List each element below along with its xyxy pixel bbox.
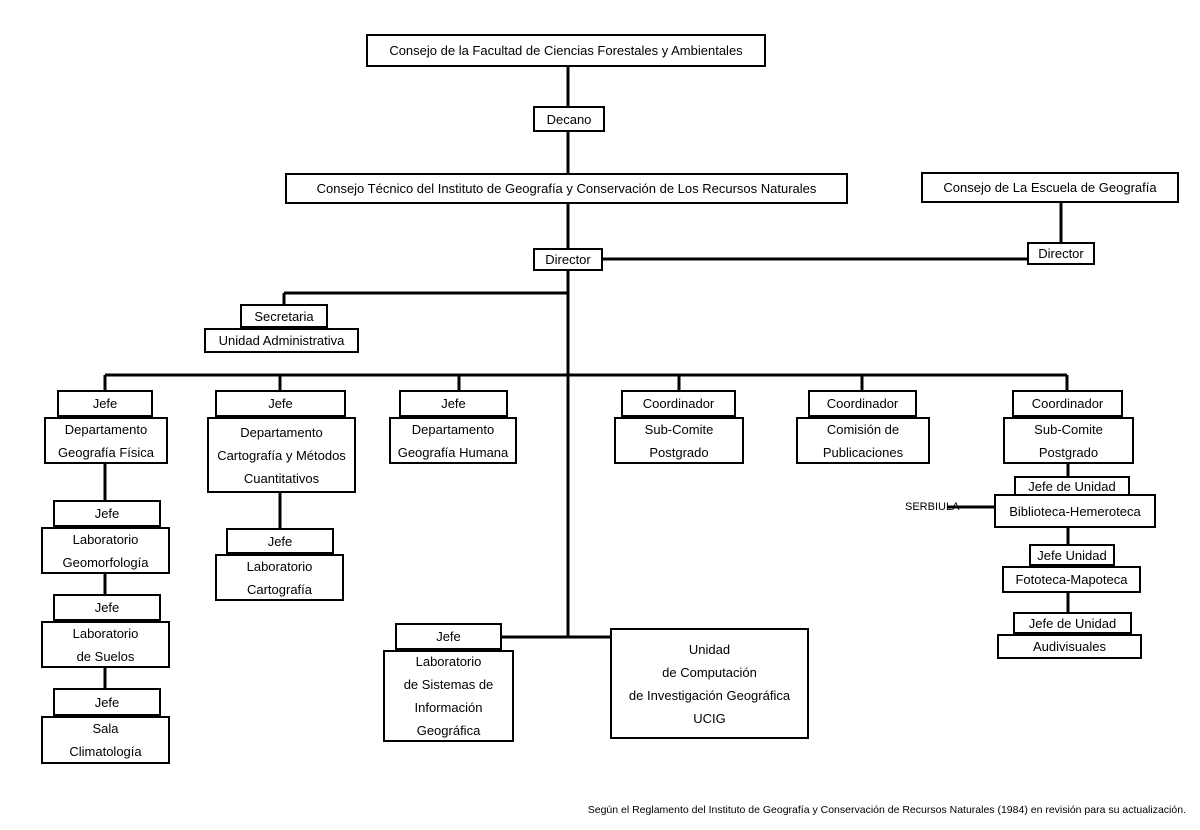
box-line: Jefe [94, 600, 120, 615]
box-line: Sub-Comite [1034, 421, 1103, 437]
box-comision-publicaciones: Comisión de Publicaciones [796, 417, 930, 464]
box-line: de Suelos [76, 648, 135, 664]
box-line: Audivisuales [1033, 639, 1106, 654]
box-line: Secretaria [254, 308, 314, 324]
box-line: Jefe [267, 533, 293, 549]
box-jefe-fisica: Jefe [57, 390, 153, 417]
box-line: Consejo de la Facultad de Ciencias Fores… [389, 43, 743, 58]
box-line: Jefe [436, 629, 461, 644]
box-line: Biblioteca-Hemeroteca [1009, 503, 1141, 519]
box-line: Coordinador [1031, 396, 1104, 411]
box-line: Laboratorio [72, 625, 139, 641]
box-line: Fototeca-Mapoteca [1015, 572, 1128, 587]
box-line: Jefe de Unidad [1028, 478, 1116, 494]
box-jefe-biblioteca: Jefe de Unidad [1014, 476, 1130, 496]
box-line: Geografía Humana [397, 444, 509, 460]
box-line: Cartografía [246, 581, 313, 597]
box-line: Climatología [69, 744, 142, 759]
box-consejo-tecnico: Consejo Técnico del Instituto de Geograf… [285, 173, 848, 204]
box-jefe-climatologia: Jefe [53, 688, 161, 716]
box-line: Postgrado [1038, 444, 1099, 460]
box-line: Laboratorio [415, 654, 482, 669]
box-line: Departamento [411, 421, 495, 437]
box-audiovisuales: Audivisuales [997, 634, 1142, 659]
box-director-escuela: Director [1027, 242, 1095, 265]
box-line: Director [1038, 246, 1084, 261]
box-line: de Computación [662, 664, 757, 680]
box-line: Departamento [64, 421, 148, 437]
box-line: de Investigación Geográfica [628, 687, 791, 703]
box-ucig: Unidad de Computación de Investigación Geo… [610, 628, 809, 739]
box-jefe-fototeca: Jefe Unidad [1029, 544, 1115, 566]
box-director-instituto: Director [533, 248, 603, 271]
box-jefe-sig: Jefe [395, 623, 502, 650]
box-line: Consejo de La Escuela de Geografía [943, 180, 1157, 195]
box-lab-suelos: Laboratorio de Suelos [41, 621, 170, 668]
box-line: Consejo Técnico del Instituto de Geograf… [316, 181, 817, 196]
box-line: Laboratorio [246, 558, 313, 574]
box-line: Geográfica [416, 723, 481, 738]
box-jefe-audiovisuales: Jefe de Unidad [1013, 612, 1132, 634]
box-line: Sala [92, 721, 119, 736]
box-coord-publicaciones: Coordinador [808, 390, 917, 417]
box-line: Unidad [688, 641, 731, 657]
box-line: Cuantitativos [243, 470, 320, 486]
footnote: Según el Reglamento del Instituto de Geo… [587, 804, 1186, 816]
box-line: Geografía Física [57, 444, 155, 460]
box-coord-postgrado-1: Coordinador [621, 390, 736, 417]
box-line: Jefe de Unidad [1028, 615, 1117, 631]
box-line: UCIG [693, 710, 726, 726]
box-jefe-lab-cartografia: Jefe [226, 528, 334, 554]
box-secretaria: Secretaria [240, 304, 328, 328]
box-line: Jefe [441, 396, 466, 411]
box-line: de Sistemas de [403, 677, 494, 692]
box-line: Unidad Administrativa [218, 333, 345, 348]
serbiula-label: SERBIULA [905, 501, 960, 513]
box-jefe-humana: Jefe [399, 390, 508, 417]
box-consejo-escuela: Consejo de La Escuela de Geografía [921, 172, 1179, 203]
box-line: Información [414, 700, 483, 715]
box-jefe-cartografia: Jefe [215, 390, 346, 417]
box-consejo-facultad: Consejo de la Facultad de Ciencias Fores… [366, 34, 766, 67]
box-line: Postgrado [649, 444, 709, 460]
box-unidad-administrativa: Unidad Administrativa [204, 328, 359, 353]
box-coord-postgrado-2: Coordinador [1012, 390, 1123, 417]
box-line: Decano [546, 111, 592, 127]
box-jefe-suelos: Jefe [53, 594, 161, 621]
box-line: Jefe [94, 506, 120, 521]
box-line: Departamento [240, 424, 323, 440]
box-biblioteca: Biblioteca-Hemeroteca [994, 494, 1156, 528]
box-line: Publicaciones [822, 444, 904, 460]
box-jefe-geomorfologia: Jefe [53, 500, 161, 527]
box-decano: Decano [533, 106, 605, 132]
box-line: Jefe [94, 694, 120, 710]
box-line: Jefe Unidad [1037, 547, 1107, 563]
box-fototeca: Fototeca-Mapoteca [1002, 566, 1141, 593]
box-line: Comisión de [826, 421, 900, 437]
box-line: Jefe [92, 396, 118, 411]
box-line: Jefe [268, 396, 293, 411]
box-line: Coordinador [826, 396, 899, 411]
box-line: Cartografía y Métodos [217, 447, 346, 463]
box-line: Sub-Comite [644, 421, 714, 437]
box-line: Laboratorio [72, 531, 139, 547]
box-line: Geomorfología [62, 554, 149, 570]
box-line: Coordinador [642, 396, 715, 411]
box-line: Director [545, 252, 591, 267]
